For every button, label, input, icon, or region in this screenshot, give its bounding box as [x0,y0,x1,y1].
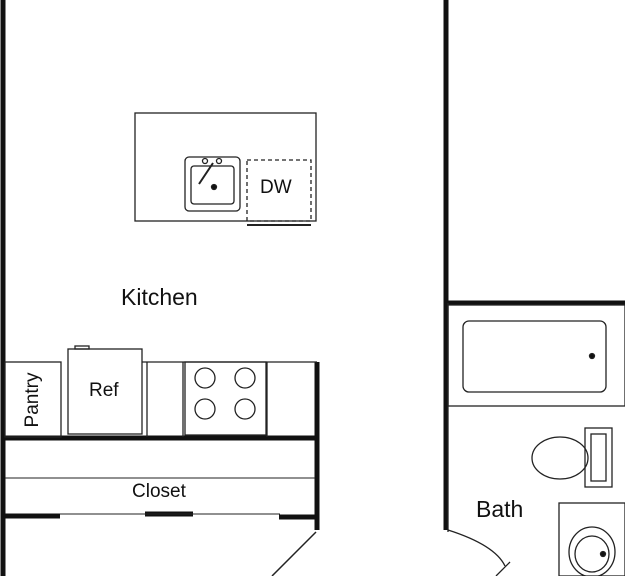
faucet-handle-right [215,157,223,165]
door-leaf [271,531,317,576]
dishwasher [246,159,312,222]
refrigerator [67,348,143,435]
bath-door-swing [447,529,506,567]
room-label-kitchen: Kitchen [121,284,198,310]
refrigerator-label: Ref [89,380,119,401]
room-label-bath: Bath [476,496,524,522]
vanity-sink [568,526,616,576]
toilet-tank [584,427,613,488]
sink-drain [210,183,218,191]
dishwasher-label: DW [260,177,292,198]
toilet-tank-inner [590,433,607,482]
sink-outer [184,156,241,212]
kitchen-counter [4,345,317,438]
burner [234,398,256,420]
vanity-drain [599,550,607,558]
pantry-label: Pantry [22,372,43,428]
vanity-sink-basin [574,535,610,573]
faucet [198,162,214,185]
tub-inner [462,320,607,393]
bathroom [447,303,625,576]
sink-basin [190,165,235,205]
faucet-handle-left [201,157,209,165]
pantry [4,361,62,438]
tub-drain [588,352,596,360]
toilet-bowl [531,436,589,480]
kitchen-island [134,112,317,226]
burner [194,398,216,420]
fridge-handle [74,345,90,350]
island-counter [134,112,317,222]
vanity [558,502,625,576]
bath-door-leaf [495,561,511,576]
stove [184,361,267,436]
burner [194,367,216,389]
burner [234,367,256,389]
tub-outer [447,304,625,407]
closet [5,477,315,515]
entry-door [271,531,317,576]
closet-label: Closet [132,481,186,502]
